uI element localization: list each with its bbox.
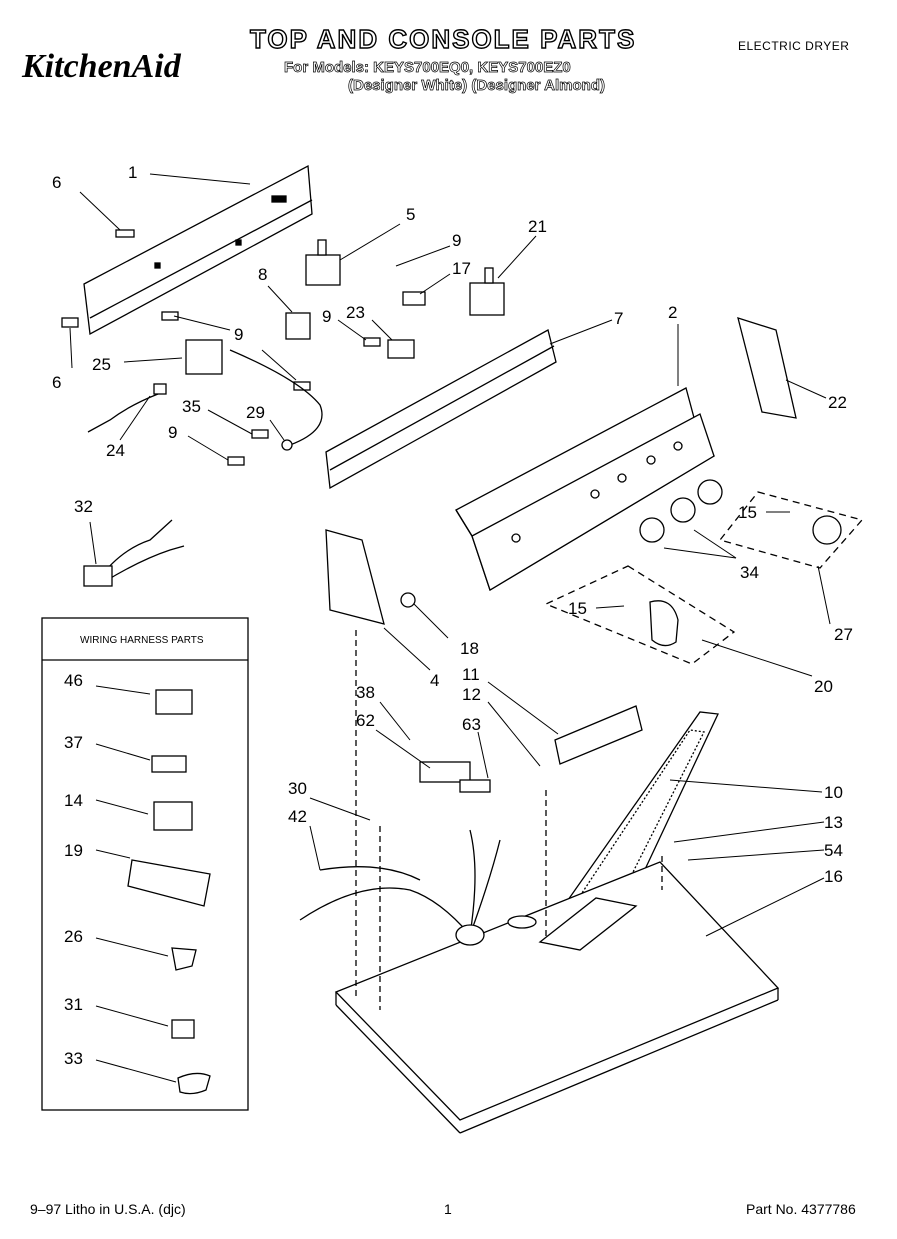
wiring-item-31: 31 <box>64 995 83 1014</box>
callout-32: 32 <box>74 497 93 516</box>
callout-7: 7 <box>614 309 623 328</box>
callout-34: 34 <box>740 563 759 582</box>
callout-38: 38 <box>356 683 375 702</box>
callout-29: 29 <box>246 403 265 422</box>
callout-18: 18 <box>460 639 479 658</box>
callout-2: 2 <box>668 303 677 322</box>
callout-21: 21 <box>528 217 547 236</box>
callout-12: 12 <box>462 685 481 704</box>
callout-5: 5 <box>406 205 415 224</box>
callout-1: 1 <box>128 163 137 182</box>
product-type: ELECTRIC DRYER <box>738 39 850 53</box>
callout-6-bottom: 6 <box>52 373 61 392</box>
callout-63: 63 <box>462 715 481 734</box>
wiring-item-33: 33 <box>64 1049 83 1068</box>
footer-part-number: Part No. 4377786 <box>746 1201 856 1217</box>
footer-page-number: 1 <box>444 1201 452 1217</box>
callout-35: 35 <box>182 397 201 416</box>
wiring-item-14: 14 <box>64 791 83 810</box>
callout-20: 20 <box>814 677 833 696</box>
callout-25: 25 <box>92 355 111 374</box>
callout-8: 8 <box>258 265 267 284</box>
callout-23: 23 <box>346 303 365 322</box>
callout-4: 4 <box>430 671 439 690</box>
callout-17: 17 <box>452 259 471 278</box>
callout-9-a: 9 <box>452 231 461 250</box>
callout-62: 62 <box>356 711 375 730</box>
callout-30: 30 <box>288 779 307 798</box>
callout-24: 24 <box>106 441 125 460</box>
wiring-box-title: WIRING HARNESS PARTS <box>80 635 204 646</box>
wiring-item-37: 37 <box>64 733 83 752</box>
callout-9-d: 9 <box>168 423 177 442</box>
callout-9-c: 9 <box>234 325 243 344</box>
callout-15-b: 15 <box>568 599 587 618</box>
footer-litho: 9–97 Litho in U.S.A. (djc) <box>30 1201 186 1217</box>
models-line: For Models: KEYS700EQ0, KEYS700EZ0 <box>284 59 571 76</box>
callout-10: 10 <box>824 783 843 802</box>
callout-16: 16 <box>824 867 843 886</box>
callout-22: 22 <box>828 393 847 412</box>
callout-54: 54 <box>824 841 843 860</box>
wiring-item-46: 46 <box>64 671 83 690</box>
callout-42: 42 <box>288 807 307 826</box>
wiring-item-19: 19 <box>64 841 83 860</box>
wiring-item-26: 26 <box>64 927 83 946</box>
callout-11: 11 <box>462 665 480 684</box>
callout-27: 27 <box>834 625 853 644</box>
callout-9-b: 9 <box>322 307 331 326</box>
callout-13: 13 <box>824 813 843 832</box>
callout-15-a: 15 <box>738 503 757 522</box>
page-title: TOP AND CONSOLE PARTS <box>249 24 637 54</box>
brand-logo: KitchenAid <box>22 48 181 85</box>
callout-6-top: 6 <box>52 173 61 192</box>
designer-line: (Designer White) (Designer Almond) <box>348 77 606 94</box>
